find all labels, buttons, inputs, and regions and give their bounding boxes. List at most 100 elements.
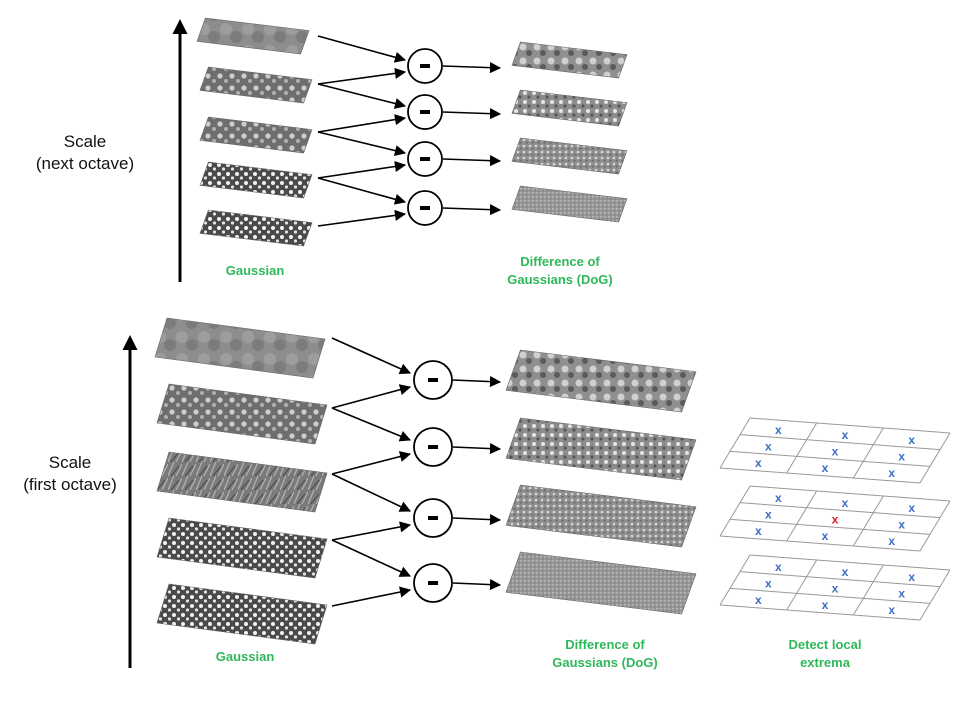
neighbor-mark: x	[898, 587, 905, 601]
top-output-arrow-2	[442, 108, 502, 120]
neighbor-mark: x	[765, 508, 772, 522]
top-gaussian-tile-2	[199, 66, 313, 104]
bottom-minus-4	[413, 563, 453, 603]
neighbor-mark: x	[898, 450, 905, 464]
top-input-arrow-5	[317, 131, 407, 157]
bottom-dog-label-line1: Difference of	[565, 637, 645, 652]
top-dog-tile-2	[511, 89, 628, 127]
top-input-arrow-2	[317, 67, 407, 85]
top-minus-1	[407, 48, 443, 84]
grid-line	[919, 432, 951, 484]
bottom-gaussian-label: Gaussian	[215, 649, 275, 664]
neighbor-mark: x	[888, 466, 895, 480]
top-output-arrow-1	[442, 62, 502, 74]
bottom-dog-label: Difference of Gaussians (DoG)	[535, 636, 675, 672]
neighbor-mark: x	[832, 445, 839, 459]
extrema-label-line2: extrema	[800, 655, 850, 670]
bottom-dog-tile-2	[505, 417, 697, 481]
top-scale-label-line1: Scale	[63, 132, 107, 151]
bottom-minus-4-sign	[428, 581, 438, 585]
bottom-output-arrow-3	[452, 513, 502, 526]
top-gaussian-tile-3	[199, 116, 313, 154]
bottom-minus-2	[413, 427, 453, 467]
neighbor-mark: x	[842, 565, 849, 579]
extrema-label: Detect local extrema	[765, 636, 885, 672]
grid-line	[739, 434, 941, 451]
bottom-gaussian-tile-1	[154, 317, 326, 379]
bottom-gaussian-tile-4	[156, 517, 328, 579]
top-input-arrow-6	[317, 160, 407, 179]
neighbor-mark: x	[775, 560, 782, 574]
top-input-arrow-7	[317, 177, 407, 205]
grid-line	[786, 559, 818, 611]
bottom-input-arrow-6	[331, 521, 412, 541]
grid-line	[749, 485, 951, 502]
grid-line	[729, 518, 931, 535]
bottom-input-arrow-3	[331, 407, 412, 442]
grid-line	[919, 569, 951, 621]
top-output-arrow-4	[442, 204, 502, 216]
neighbor-mark: x	[755, 456, 762, 470]
bottom-minus-2-sign	[428, 445, 438, 449]
neighbor-mark: x	[888, 603, 895, 617]
grid-line	[719, 604, 921, 621]
bottom-scale-label: Scale (first octave)	[5, 452, 135, 496]
neighbor-mark: x	[908, 433, 915, 447]
neighbor-mark: x	[908, 501, 915, 515]
grid-line	[729, 587, 931, 604]
bottom-scale-label-line1: Scale	[48, 453, 92, 472]
bottom-input-arrow-5	[331, 473, 412, 512]
top-gaussian-tile-4	[199, 161, 313, 199]
grid-line	[852, 495, 884, 547]
bottom-minus-1-sign	[428, 378, 438, 382]
grid-line	[719, 467, 921, 484]
top-scale-label: Scale (next octave)	[20, 131, 150, 175]
neighbor-mark: x	[775, 491, 782, 505]
grid-line	[719, 554, 751, 606]
neighbor-mark: x	[822, 598, 829, 612]
top-dog-label: Difference of Gaussians (DoG)	[490, 253, 630, 289]
neighbor-mark: x	[822, 529, 829, 543]
grid-line	[852, 564, 884, 616]
bottom-input-arrow-8	[331, 586, 412, 607]
neighbor-mark: x	[908, 570, 915, 584]
neighbor-mark: x	[822, 461, 829, 475]
neighbor-mark: x	[888, 534, 895, 548]
bottom-gaussian-tile-2	[156, 383, 328, 445]
top-gaussian-label: Gaussian	[225, 263, 285, 278]
grid-line	[719, 535, 921, 552]
top-dog-label-line1: Difference of	[520, 254, 600, 269]
grid-line	[719, 417, 751, 469]
top-dog-tile-3	[511, 137, 628, 175]
grid-line	[719, 485, 751, 537]
neighbor-mark: x	[755, 524, 762, 538]
top-minus-4	[407, 190, 443, 226]
extrema-label-line1: Detect local	[788, 637, 862, 652]
top-input-arrow-1	[317, 35, 407, 63]
grid-line	[919, 500, 951, 552]
bottom-gaussian-tile-5	[156, 583, 328, 645]
neighbor-mark: x	[842, 428, 849, 442]
bottom-dog-tile-4	[505, 551, 697, 615]
bottom-minus-3	[413, 498, 453, 538]
bottom-input-arrow-2	[331, 384, 412, 409]
bottom-dog-tile-1	[505, 349, 697, 413]
neighbor-mark: x	[775, 423, 782, 437]
top-dog-label-line2: Gaussians (DoG)	[507, 272, 613, 287]
top-input-arrow-4	[317, 114, 407, 133]
bottom-output-arrow-1	[452, 375, 502, 388]
grid-line	[786, 422, 818, 474]
top-output-arrow-3	[442, 155, 502, 167]
extremum-mark: x	[832, 513, 839, 527]
grid-line	[739, 502, 941, 519]
top-minus-4-sign	[420, 206, 430, 210]
bottom-scale-label-line2: (first octave)	[23, 475, 117, 494]
bottom-input-arrow-4	[331, 451, 412, 475]
bottom-output-arrow-4	[452, 578, 502, 591]
grid-line	[749, 554, 951, 571]
top-gaussian-tile-5	[199, 209, 313, 247]
bottom-input-arrow-1	[331, 337, 412, 374]
